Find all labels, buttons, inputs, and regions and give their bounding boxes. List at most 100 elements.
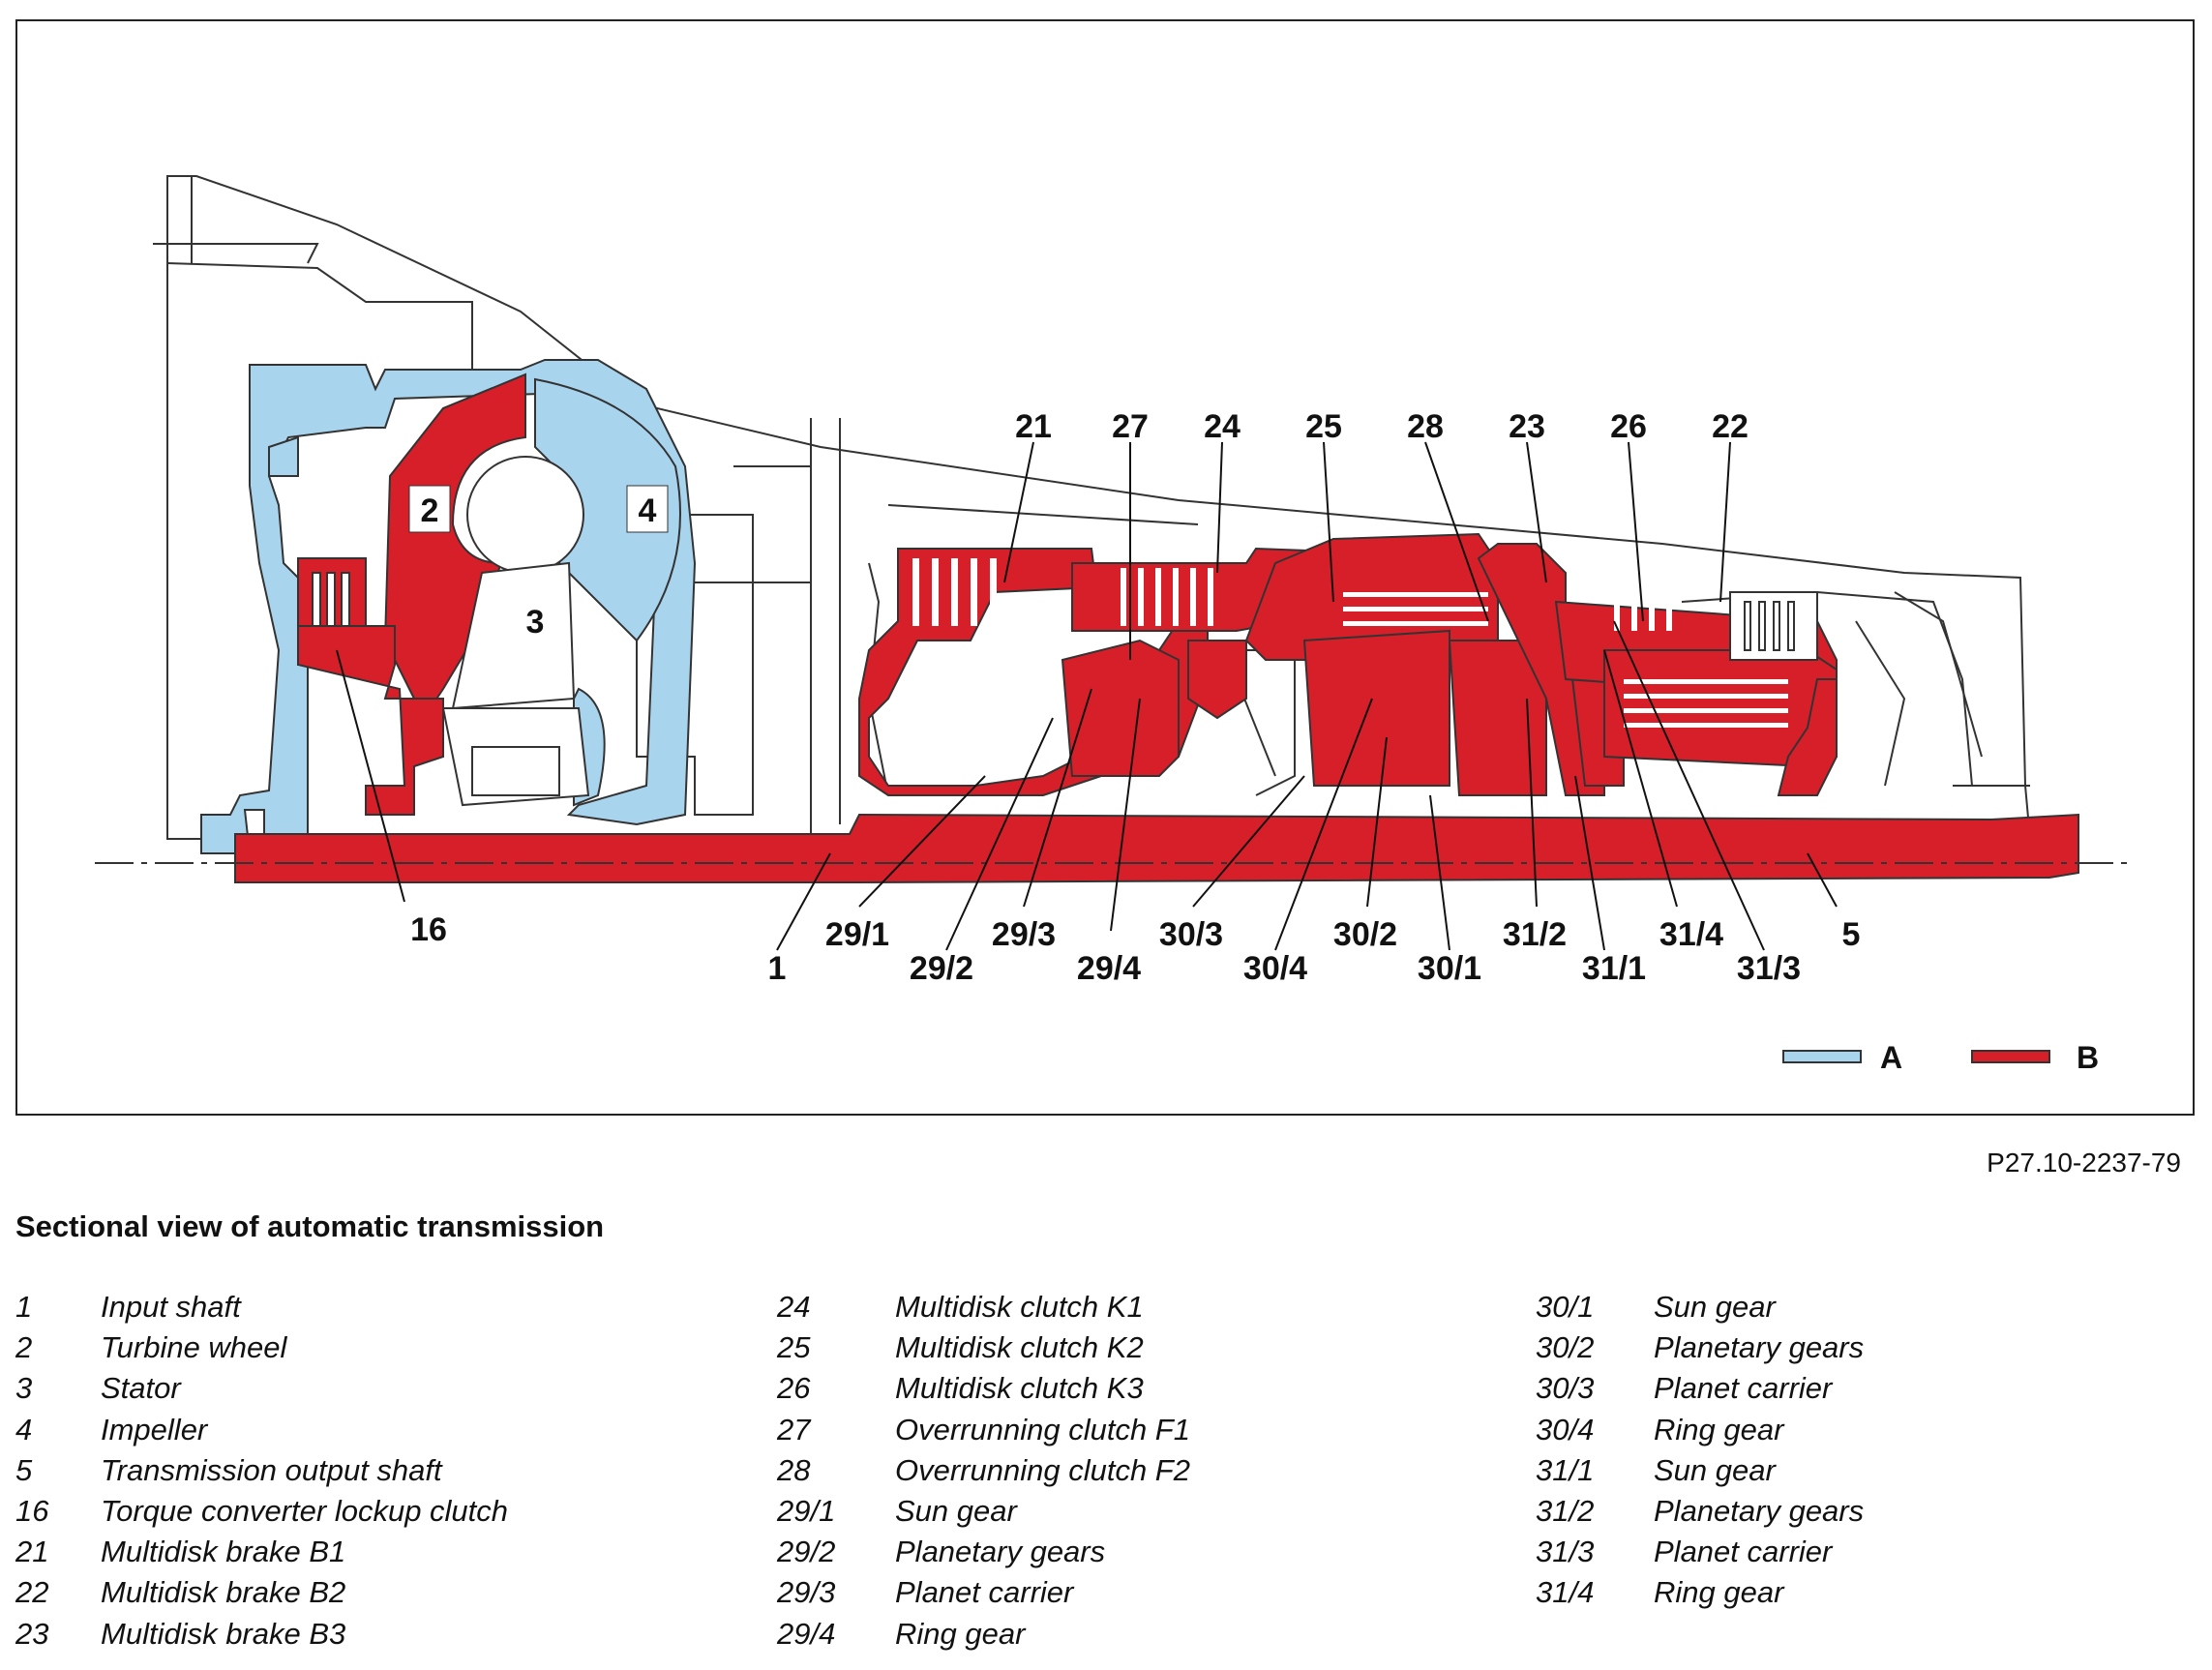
callout-30-1: 30/1 xyxy=(1418,950,1481,987)
legend-key-b: B xyxy=(2077,1040,2099,1075)
box-label-2-bg xyxy=(408,485,451,533)
leader-lines xyxy=(336,441,1838,951)
callout-28: 28 xyxy=(1407,408,1444,445)
legend-text: Ring gear xyxy=(1654,1412,1784,1446)
callouts-bottom: 16 1 29/1 29/2 29/3 29/4 30/3 30/4 30/2 … xyxy=(410,911,1860,987)
legend-num: 1 xyxy=(15,1290,33,1325)
brake-b2-area xyxy=(1729,591,1818,661)
legend-text: Multidisk clutch K2 xyxy=(895,1330,1144,1365)
legend-text: Transmission output shaft xyxy=(101,1452,442,1487)
callout-27: 27 xyxy=(1112,408,1149,445)
legend-item: 31/3 Planet carrier xyxy=(1536,1532,1864,1572)
legend-text: Sun gear xyxy=(895,1494,1017,1529)
legend-num: 22 xyxy=(15,1575,49,1610)
transmission-section-diagram: 2 4 3 21 27 24 25 28 23 26 22 16 1 29/1 … xyxy=(95,175,2127,1075)
legend-num: 2 xyxy=(15,1330,33,1365)
box-label-2: 2 xyxy=(421,492,439,529)
callout-31-1: 31/1 xyxy=(1582,950,1646,987)
turbine-wheel-red xyxy=(383,373,584,720)
legend-item: 23 Multidisk brake B3 xyxy=(15,1614,508,1655)
legend-num: 31/2 xyxy=(1536,1494,1595,1529)
callout-31-3: 31/3 xyxy=(1737,950,1801,987)
legend-num: 28 xyxy=(777,1452,811,1487)
callout-21: 21 xyxy=(1015,408,1052,445)
legend-num: 25 xyxy=(777,1330,811,1365)
legend-num: 29/4 xyxy=(777,1616,836,1651)
legend-text: Planet carrier xyxy=(1654,1535,1833,1569)
callout-31-4: 31/4 xyxy=(1659,916,1723,953)
callout-30-4: 30/4 xyxy=(1243,950,1307,987)
legend-text: Planet carrier xyxy=(1654,1371,1833,1406)
legend-item: 27 Overrunning clutch F1 xyxy=(777,1410,1190,1450)
legend-item: 31/1 Sun gear xyxy=(1536,1450,1864,1491)
legend-text: Overrunning clutch F1 xyxy=(895,1412,1190,1446)
legend-text: Ring gear xyxy=(895,1616,1026,1651)
clutch-plates xyxy=(912,558,1800,728)
legend-text: Multidisk clutch K3 xyxy=(895,1371,1144,1406)
legend-num: 29/3 xyxy=(777,1575,836,1610)
callout-29-2: 29/2 xyxy=(910,950,973,987)
figure-code: P27.10-2237-79 xyxy=(1987,1148,2181,1178)
legend-item: 30/3 Planet carrier xyxy=(1536,1368,1864,1409)
diagram-frame: 2 4 3 21 27 24 25 28 23 26 22 16 1 29/1 … xyxy=(15,19,2195,1116)
legend-item: 25 Multidisk clutch K2 xyxy=(777,1327,1190,1368)
callout-25: 25 xyxy=(1305,408,1342,445)
legend-item: 26 Multidisk clutch K3 xyxy=(777,1368,1190,1409)
callout-16: 16 xyxy=(410,911,447,948)
legend-text: Multidisk brake B1 xyxy=(101,1535,346,1569)
stator xyxy=(441,561,590,807)
callout-30-2: 30/2 xyxy=(1333,916,1397,953)
callout-29-1: 29/1 xyxy=(825,916,889,953)
legend-text: Multidisk brake B3 xyxy=(101,1616,346,1651)
legend-text: Planetary gears xyxy=(1654,1330,1865,1365)
legend-num: 27 xyxy=(777,1412,811,1446)
callout-22: 22 xyxy=(1712,408,1749,445)
legend-swatch-a xyxy=(1782,1050,1862,1063)
legend-num: 31/3 xyxy=(1536,1535,1595,1569)
legend-key-a: A xyxy=(1880,1040,1902,1075)
legend-text: Input shaft xyxy=(101,1290,241,1325)
box-label-4-bg xyxy=(626,485,669,533)
legend-num: 4 xyxy=(15,1412,33,1446)
lockup-clutch-red xyxy=(297,557,444,816)
oil-legend: A B xyxy=(1782,1040,2099,1075)
legend-text: Planet carrier xyxy=(895,1575,1074,1610)
legend-item: 16 Torque converter lockup clutch xyxy=(15,1491,508,1532)
main-shaft-red xyxy=(234,813,2079,883)
callout-29-4: 29/4 xyxy=(1077,950,1141,987)
callout-24: 24 xyxy=(1204,408,1241,445)
legend-text: Torque converter lockup clutch xyxy=(101,1494,509,1529)
callout-26: 26 xyxy=(1610,408,1647,445)
legend-num: 31/1 xyxy=(1536,1452,1595,1487)
legend-num: 30/3 xyxy=(1536,1371,1595,1406)
legend-num: 31/4 xyxy=(1536,1575,1595,1610)
legend-num: 16 xyxy=(15,1494,49,1529)
legend-item: 29/3 Planet carrier xyxy=(777,1572,1190,1613)
legend-num: 29/1 xyxy=(777,1494,836,1529)
legend-text: Stator xyxy=(101,1371,181,1406)
legend-text: Sun gear xyxy=(1654,1452,1776,1487)
legend-item: 1 Input shaft xyxy=(15,1287,508,1327)
legend-text: Multidisk brake B2 xyxy=(101,1575,346,1610)
callout-23: 23 xyxy=(1509,408,1545,445)
legend-num: 23 xyxy=(15,1616,49,1651)
legend-text: Multidisk clutch K1 xyxy=(895,1290,1144,1325)
legend-item: 29/1 Sun gear xyxy=(777,1491,1190,1532)
callout-29-3: 29/3 xyxy=(992,916,1056,953)
legend-num: 26 xyxy=(777,1371,811,1406)
legend-item: 22 Multidisk brake B2 xyxy=(15,1572,508,1613)
legend-text: Sun gear xyxy=(1654,1290,1776,1325)
legend-text: Planetary gears xyxy=(895,1535,1106,1569)
legend-text: Ring gear xyxy=(1654,1575,1784,1610)
